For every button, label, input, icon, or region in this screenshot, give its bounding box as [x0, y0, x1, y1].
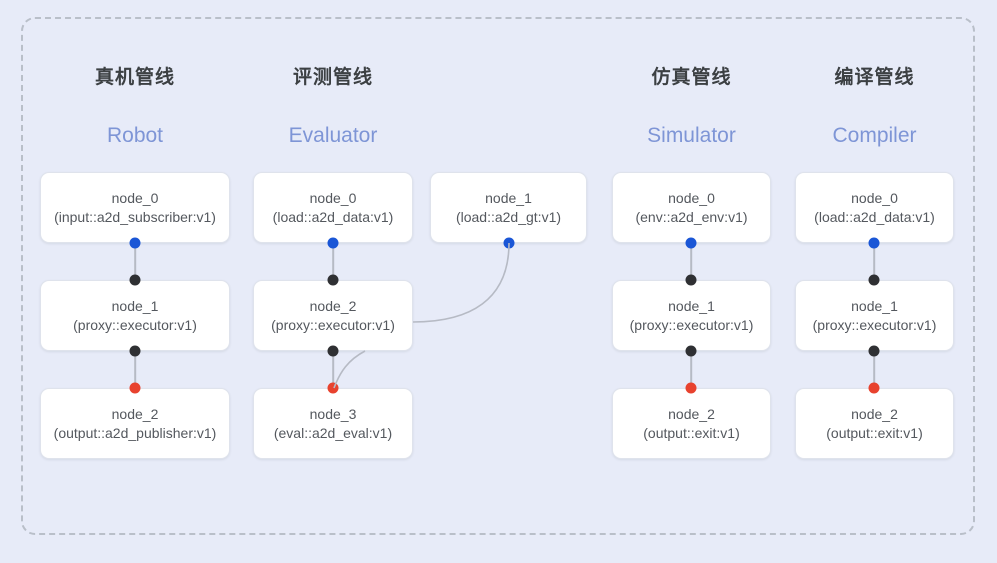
column-subtitle-simulator: Simulator [647, 124, 736, 147]
node-id: node_2 [668, 405, 715, 422]
node-type: (load::a2d_data:v1) [814, 208, 935, 225]
port-source-dot[interactable] [129, 237, 141, 249]
column-subtitle-compiler: Compiler [832, 124, 917, 147]
node-type: (output::a2d_publisher:v1) [53, 424, 217, 441]
column-subtitle-evaluator: Evaluator [288, 124, 378, 147]
edge-line [332, 351, 334, 388]
column-title-robot: 真机管线 [94, 67, 175, 88]
port-source-dot[interactable] [685, 237, 697, 249]
port-relay-dot[interactable] [685, 274, 697, 286]
node-box[interactable]: node_2 (proxy::executor:v1) [253, 280, 413, 351]
node-box[interactable]: node_2 (output::exit:v1) [795, 388, 954, 459]
node-id: node_0 [309, 189, 357, 206]
node-box[interactable]: node_2 (output::exit:v1) [612, 388, 771, 459]
node-box[interactable]: node_0 (load::a2d_data:v1) [795, 172, 954, 243]
node-type: (env::a2d_env:v1) [635, 208, 748, 225]
port-source-dot[interactable] [503, 237, 515, 249]
port-source-dot[interactable] [868, 237, 880, 249]
port-sink-dot[interactable] [129, 382, 141, 394]
node-box[interactable]: node_0 (load::a2d_data:v1) [253, 172, 413, 243]
node-type: (proxy::executor:v1) [629, 316, 754, 333]
pipeline-column-compiler: 编译管线 Compiler node_0 (load::a2d_data:v1)… [795, 0, 954, 563]
node-id: node_0 [668, 189, 715, 206]
node-id: node_0 [111, 189, 159, 206]
edge-line [332, 243, 334, 280]
node-id: node_1 [485, 189, 532, 206]
port-sink-dot[interactable] [685, 382, 697, 394]
port-relay-dot[interactable] [129, 345, 141, 357]
column-title-evaluator: 评测管线 [292, 67, 373, 88]
port-relay-dot[interactable] [129, 274, 141, 286]
node-id: node_2 [851, 405, 898, 422]
node-type: (output::exit:v1) [643, 424, 740, 441]
node-box[interactable]: node_1 (proxy::executor:v1) [40, 280, 230, 351]
port-relay-dot[interactable] [685, 345, 697, 357]
port-relay-dot[interactable] [327, 345, 339, 357]
edge-line [690, 243, 692, 280]
node-id: node_2 [111, 405, 159, 422]
node-box[interactable]: node_2 (output::a2d_publisher:v1) [40, 388, 230, 459]
node-box[interactable]: node_3 (eval::a2d_eval:v1) [253, 388, 413, 459]
node-box[interactable]: node_0 (input::a2d_subscriber:v1) [40, 172, 230, 243]
edge-line [134, 243, 136, 280]
node-type: (proxy::executor:v1) [73, 316, 197, 333]
node-id: node_1 [668, 297, 715, 314]
port-sink-dot[interactable] [327, 382, 339, 394]
column-title-simulator: 仿真管线 [651, 67, 732, 88]
node-box[interactable]: node_1 (load::a2d_gt:v1) [430, 172, 587, 243]
node-id: node_3 [309, 405, 357, 422]
node-id: node_0 [851, 189, 898, 206]
node-type: (proxy::executor:v1) [271, 316, 395, 333]
node-id: node_1 [111, 297, 159, 314]
column-title-compiler: 编译管线 [834, 67, 915, 88]
edge-line [690, 351, 692, 388]
node-type: (output::exit:v1) [826, 424, 923, 441]
port-relay-dot[interactable] [327, 274, 339, 286]
port-relay-dot[interactable] [868, 345, 880, 357]
pipeline-column-evaluator: 评测管线 Evaluator node_0 (load::a2d_data:v1… [253, 0, 587, 563]
node-type: (eval::a2d_eval:v1) [273, 424, 393, 441]
port-sink-dot[interactable] [868, 382, 880, 394]
node-box[interactable]: node_1 (proxy::executor:v1) [612, 280, 771, 351]
node-type: (proxy::executor:v1) [812, 316, 937, 333]
port-relay-dot[interactable] [868, 274, 880, 286]
node-box[interactable]: node_1 (proxy::executor:v1) [795, 280, 954, 351]
edge-line [873, 243, 875, 280]
pipeline-column-simulator: 仿真管线 Simulator node_0 (env::a2d_env:v1) … [612, 0, 771, 563]
edge-line [873, 351, 875, 388]
port-source-dot[interactable] [327, 237, 339, 249]
node-id: node_1 [851, 297, 898, 314]
node-id: node_2 [309, 297, 357, 314]
edge-line [134, 351, 136, 388]
node-type: (load::a2d_data:v1) [272, 208, 394, 225]
pipeline-column-robot: 真机管线 Robot node_0 (input::a2d_subscriber… [40, 0, 230, 563]
node-type: (load::a2d_gt:v1) [455, 208, 562, 225]
column-subtitle-robot: Robot [106, 124, 164, 147]
node-type: (input::a2d_subscriber:v1) [54, 208, 216, 225]
node-box[interactable]: node_0 (env::a2d_env:v1) [612, 172, 771, 243]
